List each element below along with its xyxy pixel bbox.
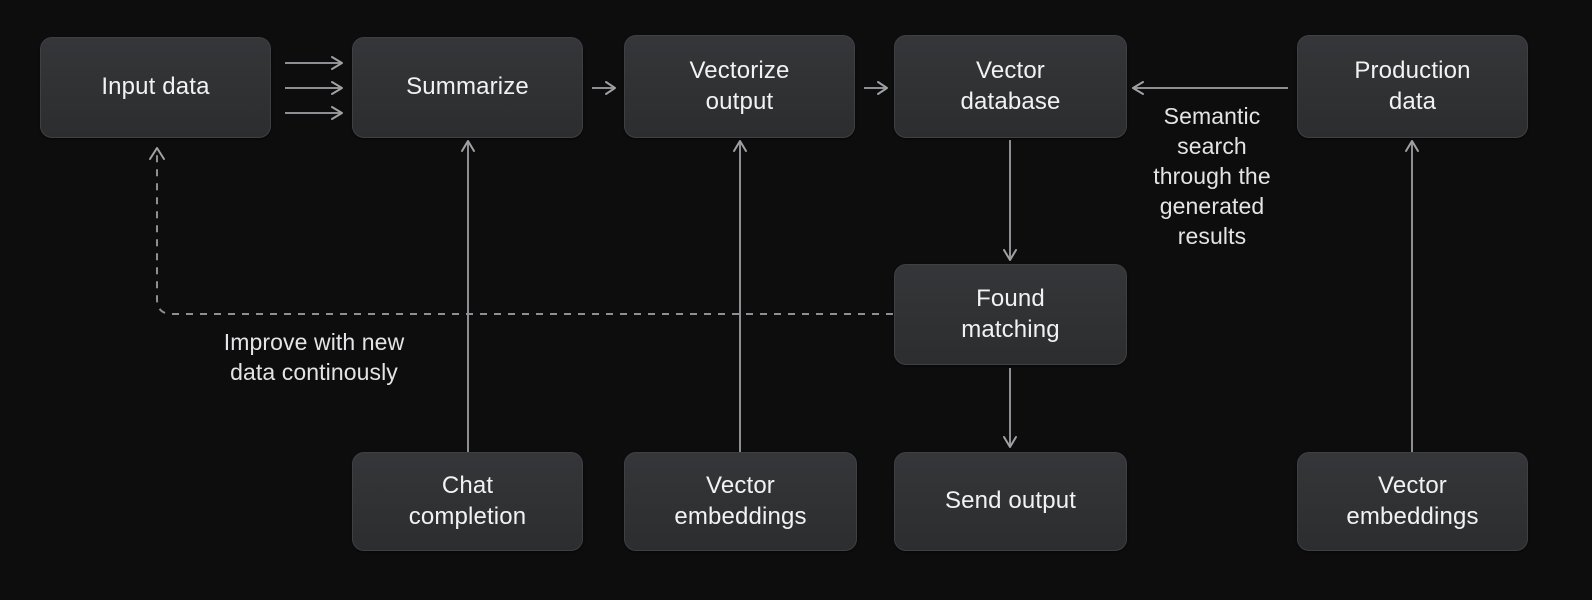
edge-found-matching-to-input-data-dashed [149, 147, 893, 315]
edge-summarize-to-vectorize-output [592, 81, 616, 95]
node-chat-completion-label: Chat completion [408, 471, 527, 530]
node-found-matching[interactable]: Found matching [894, 264, 1127, 365]
node-summarize-label: Summarize [406, 73, 529, 101]
node-vector-embeddings-left-label: Vector embeddings [674, 471, 807, 530]
edge-vector-embeddings-right-to-production-data [1405, 140, 1419, 452]
node-found-matching-label: Found matching [961, 284, 1060, 343]
node-vector-embeddings-left[interactable]: Vector embeddings [624, 452, 857, 551]
node-vector-embeddings-right[interactable]: Vector embeddings [1297, 452, 1528, 551]
node-chat-completion[interactable]: Chat completion [352, 452, 583, 551]
edge-label-semantic-search: Semantic search through the generated re… [1153, 103, 1271, 249]
node-vector-database[interactable]: Vector database [894, 35, 1127, 138]
node-production-data[interactable]: Production data [1297, 35, 1528, 138]
edge-vector-embeddings-left-to-vectorize-output [733, 140, 747, 452]
edge-vector-database-to-found-matching [1003, 140, 1017, 261]
node-input-data-label: Input data [101, 73, 210, 101]
node-send-output[interactable]: Send output [894, 452, 1127, 551]
node-vectorize-output[interactable]: Vectorize output [624, 35, 855, 138]
node-summarize[interactable]: Summarize [352, 37, 583, 138]
node-production-data-label: Production data [1354, 56, 1471, 115]
node-vectorize-output-label: Vectorize output [689, 56, 790, 115]
node-input-data[interactable]: Input data [40, 37, 271, 138]
edge-vectorize-output-to-vector-database [864, 81, 888, 95]
edge-chat-completion-to-summarize [461, 140, 475, 452]
node-vector-embeddings-right-label: Vector embeddings [1346, 471, 1479, 530]
node-vector-database-label: Vector database [960, 56, 1061, 115]
edge-production-data-to-vector-database [1132, 81, 1288, 95]
edge-input-data-to-summarize [285, 56, 343, 120]
node-send-output-label: Send output [944, 487, 1077, 515]
edge-label-improve-feedback: Improve with new data continously [223, 329, 405, 385]
edge-found-matching-to-send-output [1003, 368, 1017, 448]
